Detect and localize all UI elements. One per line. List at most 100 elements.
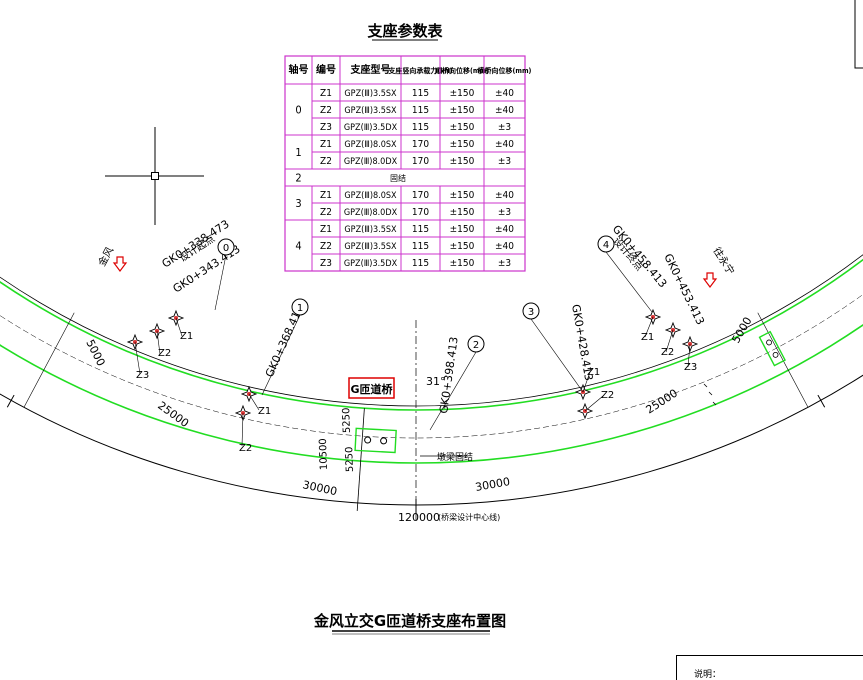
bearing-leader	[134, 341, 141, 375]
table-cell: ±150	[450, 156, 475, 167]
dim-right-span: 25000	[644, 387, 680, 417]
svg-text:0: 0	[223, 243, 229, 254]
table-cell: 170	[412, 139, 429, 150]
fixed-pier-column	[380, 437, 388, 445]
table-cell: ±3	[498, 156, 511, 167]
table-cell: ±40	[495, 190, 514, 201]
svg-text:Z1: Z1	[641, 332, 654, 343]
table-cell: ±40	[495, 241, 514, 252]
svg-text:Z2: Z2	[601, 390, 614, 401]
cad-crosshair-cursor	[105, 127, 204, 225]
table-cell: ±3	[498, 258, 511, 269]
dim-mid-left: 30000	[301, 478, 338, 498]
svg-text:1: 1	[297, 303, 303, 314]
table-header-cell: 横桥向位移(mm)	[478, 66, 532, 75]
left-direction-arrow-icon	[112, 256, 128, 272]
table-axis-cell: 1	[295, 146, 301, 159]
axis-marker-3: 3	[522, 302, 540, 320]
pier-axis-line	[757, 312, 809, 408]
svg-text:2: 2	[473, 340, 479, 351]
table-axis-cell: 0	[295, 104, 301, 117]
table-cell: GPZ(Ⅲ)3.5SX	[344, 106, 397, 116]
dim-half-a: 5250	[341, 407, 353, 433]
table-cell: 115	[412, 88, 429, 99]
axis-marker-1: 1	[291, 298, 309, 316]
axis-leader	[261, 314, 301, 396]
table-axis-cell: 3	[295, 197, 301, 210]
table-cell: GPZ(Ⅲ)3.5SX	[344, 89, 397, 99]
table-cell: ±40	[495, 224, 514, 235]
axis-leader	[214, 254, 227, 311]
table-cell: 115	[412, 241, 429, 252]
table-cell: Z1	[320, 139, 332, 150]
fixed-pier	[354, 427, 397, 454]
bearing-leader	[156, 330, 161, 355]
table-cell: ±150	[450, 224, 475, 235]
fixed-connection-label: 墩梁固结	[437, 451, 473, 463]
table-cell: GPZ(Ⅲ)3.5DX	[344, 123, 398, 133]
bearing-leader	[687, 343, 691, 368]
table-frame	[284, 55, 526, 272]
table-cell: Z2	[320, 156, 332, 167]
girder-inner-edge	[0, 258, 863, 411]
axis-marker-2: 2	[467, 335, 485, 353]
dimension-mark	[708, 391, 713, 396]
table-cell: GPZ(Ⅲ)3.5SX	[344, 225, 397, 235]
axis-leader	[429, 351, 477, 431]
fixed-pier-outline	[354, 427, 397, 454]
table-cell: ±40	[495, 88, 514, 99]
pier4-station: GK0+453.413	[661, 252, 707, 327]
axis-leader	[530, 318, 584, 393]
table-cell: ±150	[450, 139, 475, 150]
svg-text:4: 4	[603, 240, 609, 251]
table-cell: 固结	[390, 173, 406, 183]
table-cell: GPZ(Ⅲ)8.0DX	[344, 208, 398, 218]
bearing-labels: Z1 Z2 Z3 Z1 Z2 Z1 Z2 Z1 Z2 Z3	[136, 331, 697, 454]
svg-text:Z2: Z2	[661, 347, 674, 358]
bearing-leader	[248, 393, 260, 411]
table-cell: ±150	[450, 258, 475, 269]
table-header-cell: 支座型号	[350, 63, 391, 76]
angle-label: 31°	[426, 375, 446, 388]
table-cell: Z1	[320, 224, 332, 235]
svg-text:3: 3	[528, 307, 534, 318]
table-axis-cell: 4	[295, 240, 301, 253]
svg-text:Z1: Z1	[587, 367, 600, 378]
table-header-cell: 编号	[316, 63, 336, 76]
table-cell: 170	[412, 156, 429, 167]
bearing-leader	[582, 371, 591, 393]
table-cell: 170	[412, 207, 429, 218]
table-cell: Z2	[320, 105, 332, 116]
table-axis-cell: 2	[295, 172, 301, 185]
table-cell: Z3	[320, 122, 332, 133]
svg-text:Z2: Z2	[158, 348, 171, 359]
axis-marker-0: 0	[217, 238, 235, 256]
axis-leader	[605, 251, 653, 313]
table-cell: GPZ(Ⅲ)3.5DX	[344, 259, 398, 269]
axis-marker-4: 4	[597, 235, 615, 253]
notes-frame	[676, 655, 863, 680]
girder-outer-edge	[0, 324, 863, 464]
svg-text:Z2: Z2	[239, 443, 252, 454]
table-cell: ±3	[498, 207, 511, 218]
table-cell: Z3	[320, 258, 332, 269]
left-direction-label: 金风	[95, 245, 116, 269]
svg-text:Z3: Z3	[136, 370, 149, 381]
svg-text:Z1: Z1	[180, 331, 193, 342]
right-direction-arrow-icon	[702, 272, 718, 288]
table-cell: 115	[412, 224, 429, 235]
table-cell: 115	[412, 258, 429, 269]
dimension-tick	[817, 394, 826, 408]
radial-dimension-line	[356, 408, 365, 511]
drawing-title: 金风立交G匝道桥支座布置图	[313, 612, 506, 630]
table-header-cell: 顺桥向位移(mm)	[435, 66, 489, 75]
dimension-mark	[703, 383, 708, 388]
dimension-mark	[712, 401, 717, 406]
notes-label: 说明：	[694, 668, 721, 680]
table-cell: ±3	[498, 122, 511, 133]
bearing-leader	[175, 317, 183, 337]
table-cell: 115	[412, 122, 429, 133]
dim-half-b: 5250	[344, 446, 356, 472]
table-cell: GPZ(Ⅲ)8.0SX	[344, 140, 397, 150]
